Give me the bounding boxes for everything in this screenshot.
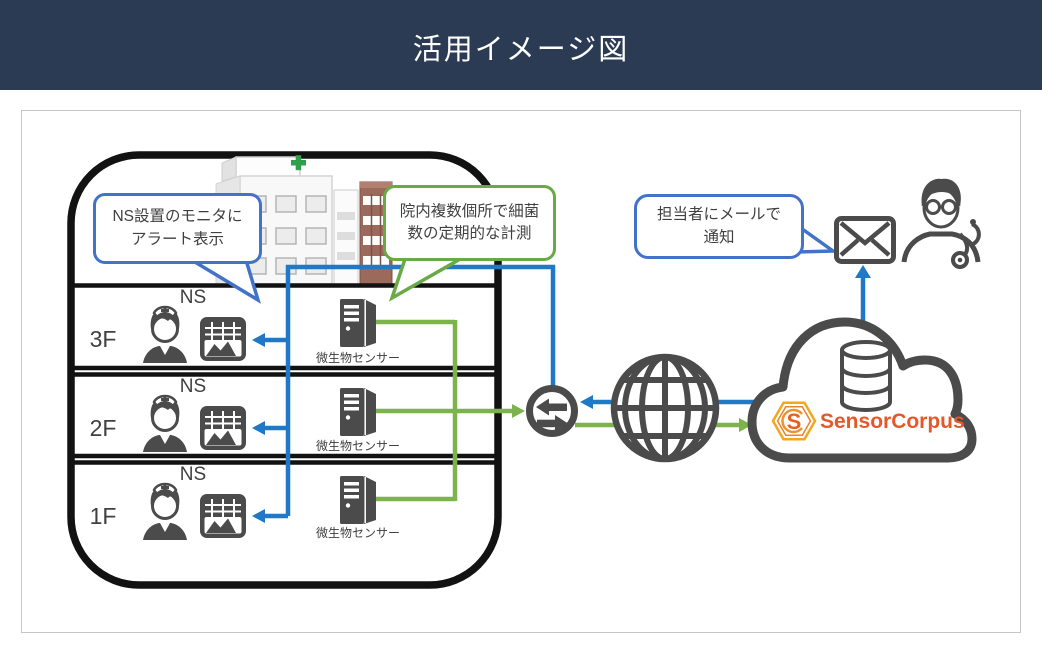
ns-label: NS <box>179 287 207 308</box>
sensorcorpus-brand-text: SensorCorpus <box>820 410 965 433</box>
sensor-label: 微生物センサー <box>315 351 400 365</box>
floor-label: 1F <box>89 503 117 529</box>
ns-label: NS <box>179 464 207 485</box>
callout-monitor-alert: NS設置のモニタに アラート表示 <box>93 193 262 264</box>
ns-label: NS <box>179 376 207 397</box>
callout-email-notice: 担当者にメールで 通知 <box>634 194 804 259</box>
page-title: 活用イメージ図 <box>412 34 630 66</box>
floor-label: 3F <box>89 326 117 352</box>
sensor-label: 微生物センサー <box>315 439 400 453</box>
floor-label: 2F <box>89 415 117 441</box>
header-bar: 活用イメージ図 <box>0 0 1042 90</box>
sensor-label: 微生物センサー <box>315 526 400 540</box>
callout-periodic-measurement: 院内複数個所で細菌 数の定期的な計測 <box>383 185 556 261</box>
